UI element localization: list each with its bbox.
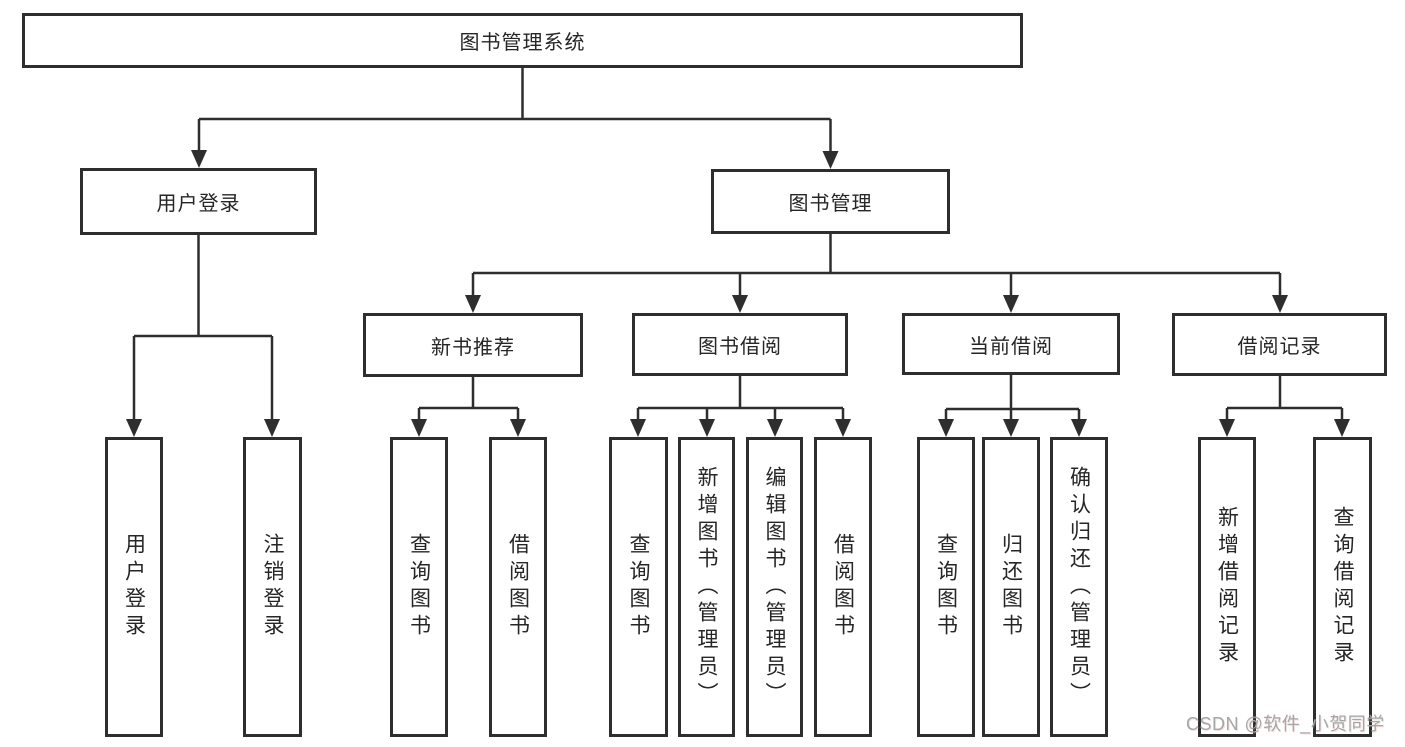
- leaf-newrec-borrow-books: 借阅图书: [489, 437, 547, 737]
- node-current-borrowing: 当前借阅: [902, 313, 1120, 375]
- leaf-newrec-query-books-label: 查询图书: [407, 533, 431, 641]
- leaf-records-query-record: 查询借阅记录: [1313, 437, 1372, 737]
- leaf-borrow-query-books-label: 查询图书: [627, 533, 650, 641]
- arrowhead-icon: [835, 419, 851, 437]
- connectors-path: [132, 68, 1344, 422]
- arrowhead-icon: [732, 295, 748, 313]
- arrowhead-icon: [126, 419, 142, 437]
- arrowhead-icon: [822, 151, 839, 169]
- node-new-book-recommend: 新书推荐: [363, 313, 583, 377]
- leaf-records-add-record: 新增借阅记录: [1198, 437, 1256, 737]
- leaf-current-confirm-return-admin-label: 确认归还（管理员）: [1067, 465, 1091, 709]
- arrowhead-icon: [465, 295, 481, 313]
- leaf-user-login-label: 用户登录: [122, 533, 146, 641]
- leaf-newrec-borrow-books-label: 借阅图书: [506, 533, 530, 641]
- arrowhead-icon: [411, 419, 427, 437]
- arrowhead-icon: [1219, 419, 1235, 437]
- leaf-current-return-books: 归还图书: [982, 437, 1040, 737]
- arrowhead-icon: [1334, 419, 1350, 437]
- node-book-borrowing: 图书借阅: [632, 313, 848, 376]
- node-user-login: 用户登录: [80, 168, 317, 235]
- arrowhead-icon: [630, 419, 646, 437]
- leaf-records-add-record-label: 新增借阅记录: [1215, 506, 1239, 668]
- leaf-borrow-borrow-books-label: 借阅图书: [831, 533, 855, 641]
- node-root: 图书管理系统: [22, 13, 1023, 68]
- arrowhead-icon: [191, 150, 207, 168]
- arrowhead-icon: [1003, 295, 1019, 313]
- arrowhead-icon: [1071, 419, 1087, 437]
- leaf-records-query-record-label: 查询借阅记录: [1331, 506, 1354, 668]
- leaf-borrow-edit-books-admin: 编辑图书（管理员）: [746, 437, 803, 737]
- leaf-newrec-query-books: 查询图书: [390, 437, 448, 737]
- leaf-current-return-books-label: 归还图书: [999, 533, 1023, 641]
- leaf-borrow-edit-books-admin-label: 编辑图书（管理员）: [763, 465, 786, 709]
- leaf-logout-label: 注销登录: [261, 533, 284, 641]
- arrowhead-icon: [1003, 419, 1019, 437]
- arrowhead-icon: [1272, 295, 1288, 313]
- arrowhead-icon: [938, 419, 954, 437]
- arrowhead-icon: [767, 419, 783, 437]
- leaf-borrow-borrow-books: 借阅图书: [814, 437, 872, 737]
- watermark: CSDN @软件_小贺同学: [1186, 714, 1385, 734]
- node-borrowing-records: 借阅记录: [1172, 313, 1387, 376]
- arrowheads-group: [126, 150, 1350, 437]
- leaf-borrow-add-books-admin: 新增图书（管理员）: [678, 437, 735, 737]
- leaf-logout: 注销登录: [243, 437, 302, 737]
- leaf-borrow-add-books-admin-label: 新增图书（管理员）: [695, 465, 718, 709]
- leaf-current-query-books-label: 查询图书: [934, 533, 958, 641]
- arrowhead-icon: [264, 419, 280, 437]
- node-book-management: 图书管理: [711, 169, 950, 234]
- leaf-user-login: 用户登录: [105, 437, 163, 737]
- leaf-borrow-query-books: 查询图书: [609, 437, 668, 737]
- leaf-current-query-books: 查询图书: [917, 437, 975, 737]
- leaf-current-confirm-return-admin: 确认归还（管理员）: [1050, 437, 1108, 737]
- arrowhead-icon: [699, 419, 715, 437]
- arrowhead-icon: [510, 419, 526, 437]
